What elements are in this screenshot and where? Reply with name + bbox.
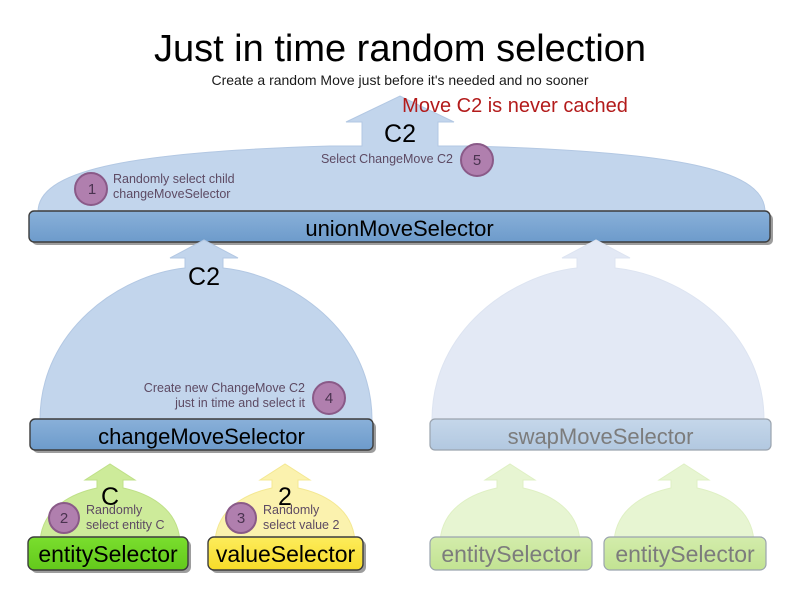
step-1-note-line1: Randomly select child: [113, 172, 235, 186]
step-4-badge: 4: [324, 390, 334, 407]
value-selector-box[interactable]: valueSelector: [215, 541, 356, 567]
warning-note: Move C2 is never cached: [402, 95, 628, 117]
step-2-note-line1: Randomly: [86, 503, 143, 517]
swap-entity-selector-box-left[interactable]: entitySelector: [441, 541, 581, 567]
page-title: Just in time random selection: [153, 28, 647, 70]
swap-balloon: [431, 239, 765, 421]
entity-selector-box[interactable]: entitySelector: [38, 541, 178, 567]
step-5-badge: 5: [472, 152, 482, 169]
union-move-selector-bar[interactable]: unionMoveSelector: [305, 216, 494, 241]
change-bar-shape: [29, 418, 376, 453]
step-5-note-line1: Select ChangeMove C2: [320, 152, 453, 166]
value-selector-box-shape: [207, 536, 366, 573]
step-1-badge: 1: [87, 181, 97, 198]
step-badge-2-shape: [48, 502, 80, 534]
step-1-note-line2: changeMoveSelector: [113, 187, 231, 201]
entity-selector-box-shape: [27, 536, 191, 573]
union-move-label: C2: [384, 120, 416, 148]
step-4-note-line2: just in time and select it: [175, 396, 305, 410]
step-badge-5-shape: [460, 143, 494, 177]
entity-move-label: C: [100, 483, 120, 511]
step-badge-1-shape: [74, 172, 108, 206]
union-bar-shape: [28, 210, 773, 245]
step-3-note-line2: select value 2: [263, 518, 340, 532]
value-move-label: 2: [278, 483, 292, 511]
swap-move-selector-bar[interactable]: swapMoveSelector: [507, 424, 694, 449]
page-subtitle: Create a random Move just before it's ne…: [211, 72, 589, 88]
swap-bar-shape: [429, 418, 772, 451]
step-badge-4-shape: [312, 381, 346, 415]
swap-entity-selector-box-right[interactable]: entitySelector: [615, 541, 755, 567]
step-2-note-line2: select entity C: [86, 518, 165, 532]
change-balloon: [39, 239, 373, 421]
union-balloon: [37, 95, 766, 213]
step-3-badge: 3: [236, 510, 246, 527]
step-2-badge: 2: [59, 510, 69, 527]
swap-entity-selector-box-left-shape: [429, 536, 593, 571]
swap-entity-selector-box-right-shape: [603, 536, 767, 571]
change-move-selector-bar[interactable]: changeMoveSelector: [98, 424, 305, 449]
step-badge-3-shape: [225, 502, 257, 534]
step-4-note-line1: Create new ChangeMove C2: [143, 381, 305, 395]
swap-entity-balloon-right: [613, 463, 755, 546]
step-3-note-line1: Randomly: [263, 503, 320, 517]
change-move-label: C2: [188, 263, 220, 291]
swap-entity-balloon-left: [439, 463, 581, 546]
